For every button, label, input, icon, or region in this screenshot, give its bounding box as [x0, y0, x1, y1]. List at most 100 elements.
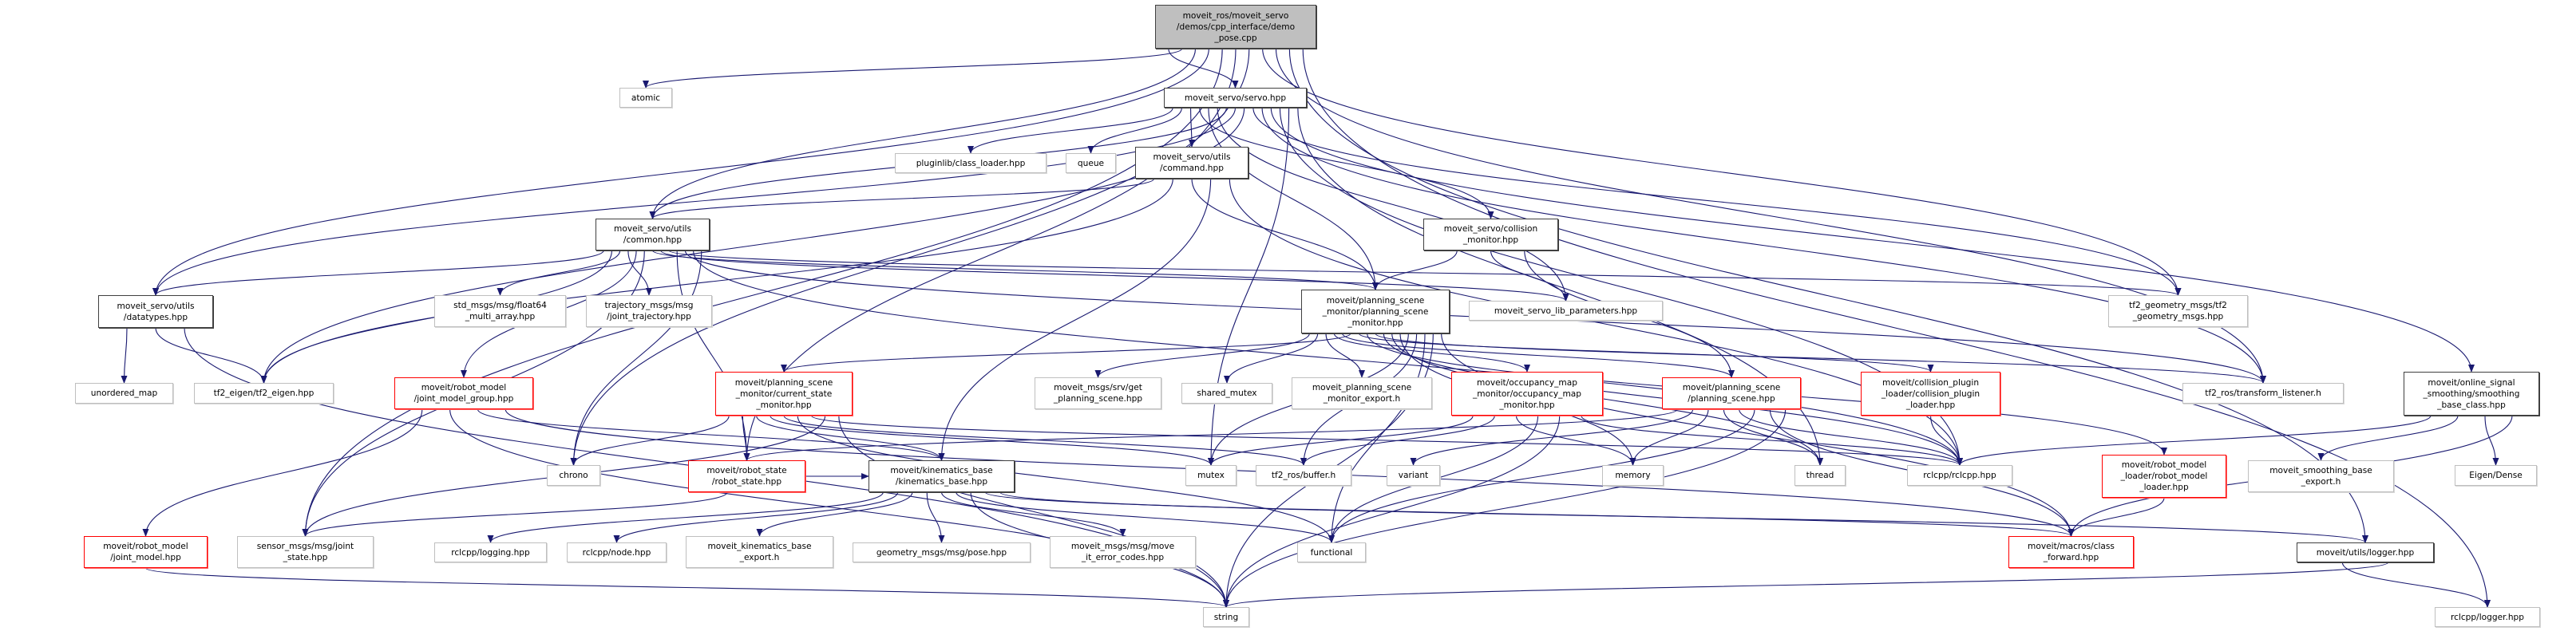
- edge-servo-to-collision_monitor: [1199, 107, 1494, 219]
- node-queue[interactable]: queue: [1066, 153, 1116, 173]
- edge-occupancy-to-mutex: [1208, 415, 1474, 466]
- edge-common-to-trajectory: [627, 250, 652, 296]
- node-datatypes[interactable]: moveit_servo/utils/datatypes.hpp: [98, 295, 213, 328]
- node-smoothing[interactable]: moveit/online_signal_smoothing/smoothing…: [2404, 372, 2539, 416]
- node-node[interactable]: rclcpp/node.hpp: [567, 542, 667, 562]
- node-rclcpp[interactable]: rclcpp/rclcpp.hpp: [1907, 465, 2012, 486]
- node-label-line: /command.hpp: [1160, 164, 1224, 173]
- edge-smoothing-to-eigen_dense: [2484, 415, 2499, 466]
- node-common[interactable]: moveit_servo/utils/common.hpp: [596, 219, 710, 250]
- node-pose[interactable]: geometry_msgs/msg/pose.hpp: [853, 542, 1031, 562]
- node-csm[interactable]: moveit/planning_scene_monitor/current_st…: [715, 372, 853, 416]
- node-shared-mutex[interactable]: shared_mutex: [1181, 383, 1272, 404]
- edge-csm-to-functional: [797, 415, 1335, 543]
- node-thread[interactable]: thread: [1794, 465, 1846, 486]
- node-root[interactable]: moveit_ros/moveit_servo/demos/cpp_interf…: [1155, 5, 1316, 49]
- node-memory[interactable]: memory: [1602, 465, 1664, 486]
- node-label-line: functional: [1310, 547, 1353, 558]
- node-class-forward[interactable]: moveit/macros/class_forward.hpp: [2008, 536, 2134, 568]
- edge-datatypes-to-tf2_eigen: [155, 327, 267, 384]
- node-label-line: moveit/robot_state: [706, 466, 787, 475]
- node-servo[interactable]: moveit_servo/servo.hpp: [1164, 88, 1307, 108]
- node-tf2-geometry[interactable]: tf2_geometry_msgs/tf2_geometry_msgs.hpp: [2108, 295, 2248, 327]
- node-error-codes[interactable]: moveit_msgs/msg/move_it_error_codes.hpp: [1050, 536, 1196, 568]
- node-logging[interactable]: rclcpp/logging.hpp: [434, 542, 547, 562]
- edge-csm-to-kinematics_base: [756, 415, 945, 461]
- node-collision-monitor[interactable]: moveit_servo/collision_monitor.hpp: [1423, 219, 1558, 250]
- node-trajectory[interactable]: trajectory_msgs/msg/joint_trajectory.hpp: [586, 295, 712, 327]
- node-chrono[interactable]: chrono: [547, 465, 600, 486]
- edge-collision_monitor-to-lib_params: [1490, 250, 1569, 302]
- edge-kinematics_base-to-error_codes: [940, 491, 1126, 537]
- edge-planning_scene-to-rclcpp: [1739, 408, 1963, 466]
- node-label-line: moveit/collision_plugin: [1882, 377, 1980, 388]
- node-label-line: moveit_servo/utils: [614, 224, 691, 234]
- edge-root-to-servo: [1168, 48, 1239, 89]
- edge-servo-to-datatypes: [152, 107, 1237, 296]
- edge-servo-to-command: [1188, 107, 1195, 148]
- node-label-line: moveit/planning_scene: [1326, 295, 1425, 306]
- node-atomic[interactable]: atomic: [619, 88, 672, 108]
- node-smoothing-export[interactable]: moveit_smoothing_base_export.h: [2248, 460, 2394, 492]
- node-utils-logger[interactable]: moveit/utils/logger.hpp: [2297, 542, 2434, 562]
- edge-psm-to-functional: [1328, 333, 1426, 543]
- edge-planning_scene-to-variant: [1410, 408, 1694, 466]
- node-label-line: tf2_ros/transform_listener.h: [2205, 388, 2321, 398]
- node-cpl[interactable]: moveit/collision_plugin_loader/collision…: [1861, 372, 2000, 416]
- node-label-line: moveit_servo/utils: [1153, 152, 1231, 162]
- node-label-line: moveit/robot_model: [2121, 460, 2207, 470]
- node-label-line: _monitor_export.h: [1323, 394, 1401, 404]
- node-planning-scene[interactable]: moveit/planning_scene/planning_scene.hpp: [1662, 377, 1801, 409]
- edge-kinematics_base-to-node: [613, 491, 899, 543]
- edge-kinematics_base-to-functional: [956, 491, 1335, 543]
- edge-common-to-tf2_geometry: [668, 250, 2181, 296]
- node-functional[interactable]: functional: [1297, 542, 1366, 562]
- node-psm-export[interactable]: moveit_planning_scene_monitor_export.h: [1292, 377, 1432, 409]
- node-pluginlib[interactable]: pluginlib/class_loader.hpp: [895, 153, 1047, 173]
- edge-csm-to-mutex: [770, 415, 1214, 466]
- node-string[interactable]: string: [1203, 607, 1249, 627]
- edge-jmg-to-kinematics_base: [477, 408, 945, 461]
- node-tf2-eigen[interactable]: tf2_eigen/tf2_eigen.hpp: [194, 383, 334, 404]
- edge-common-to-lib_params: [660, 250, 1569, 302]
- node-label-line: moveit/planning_scene: [734, 377, 833, 388]
- node-buffer[interactable]: tf2_ros/buffer.h: [1256, 465, 1351, 486]
- node-label-line: moveit/kinematics_base: [890, 466, 993, 475]
- edge-csm-to-rclcpp: [810, 415, 1963, 466]
- node-label-line: _loader.hpp: [2139, 483, 2189, 492]
- node-label-line: _monitor.hpp: [1499, 400, 1555, 410]
- node-label-line: memory: [1615, 471, 1651, 480]
- node-joint-model[interactable]: moveit/robot_model/joint_model.hpp: [84, 536, 208, 568]
- node-transform-listener[interactable]: tf2_ros/transform_listener.h: [2182, 383, 2344, 404]
- node-label-line: moveit_servo/servo.hpp: [1184, 93, 1287, 103]
- edge-servo-to-tf2_eigen: [260, 107, 1245, 384]
- node-kb-export[interactable]: moveit_kinematics_base_export.h: [686, 536, 833, 568]
- node-rclcpp-logger[interactable]: rclcpp/logger.hpp: [2435, 607, 2540, 627]
- node-label-line: moveit_msgs/msg/move: [1070, 542, 1175, 551]
- node-variant[interactable]: variant: [1387, 465, 1440, 486]
- node-robot-state[interactable]: moveit/robot_state/robot_state.hpp: [688, 460, 805, 492]
- node-label-line: _pose.cpp: [1214, 33, 1257, 43]
- node-jmg[interactable]: moveit/robot_model/joint_model_group.hpp: [394, 377, 533, 409]
- edge-smoothing-to-smoothing_export: [2317, 415, 2459, 461]
- node-get-ps[interactable]: moveit_msgs/srv/get_planning_scene.hpp: [1035, 377, 1161, 409]
- node-label-line: _smoothing/smoothing: [2423, 388, 2520, 399]
- edge-psm-to-get_ps: [1094, 333, 1310, 378]
- node-psm[interactable]: moveit/planning_scene_monitor/planning_s…: [1301, 290, 1450, 333]
- node-label-line: _planning_scene.hpp: [1053, 394, 1143, 404]
- node-lib-params[interactable]: moveit_servo_lib_parameters.hpp: [1469, 301, 1663, 321]
- node-eigen-dense[interactable]: Eigen/Dense: [2455, 465, 2537, 486]
- node-label-line: moveit_ros/moveit_servo: [1182, 10, 1289, 21]
- edge-command-to-psm: [1191, 178, 1379, 290]
- node-label-line: moveit/online_signal: [2428, 377, 2515, 388]
- node-label-line: tf2_ros/buffer.h: [1271, 471, 1336, 480]
- node-joint-state[interactable]: sensor_msgs/msg/joint_state.hpp: [237, 536, 374, 568]
- node-rml[interactable]: moveit/robot_model_loader/robot_model_lo…: [2102, 455, 2226, 498]
- node-command[interactable]: moveit_servo/utils/command.hpp: [1135, 147, 1248, 179]
- node-mutex[interactable]: mutex: [1185, 465, 1237, 486]
- node-float64[interactable]: std_msgs/msg/float64_multi_array.hpp: [434, 295, 566, 327]
- node-unordered-map[interactable]: unordered_map: [75, 383, 173, 404]
- node-kinematics-base[interactable]: moveit/kinematics_base/kinematics_base.h…: [869, 460, 1015, 492]
- node-occupancy[interactable]: moveit/occupancy_map_monitor/occupancy_m…: [1451, 372, 1603, 416]
- node-label-line: queue: [1077, 158, 1105, 168]
